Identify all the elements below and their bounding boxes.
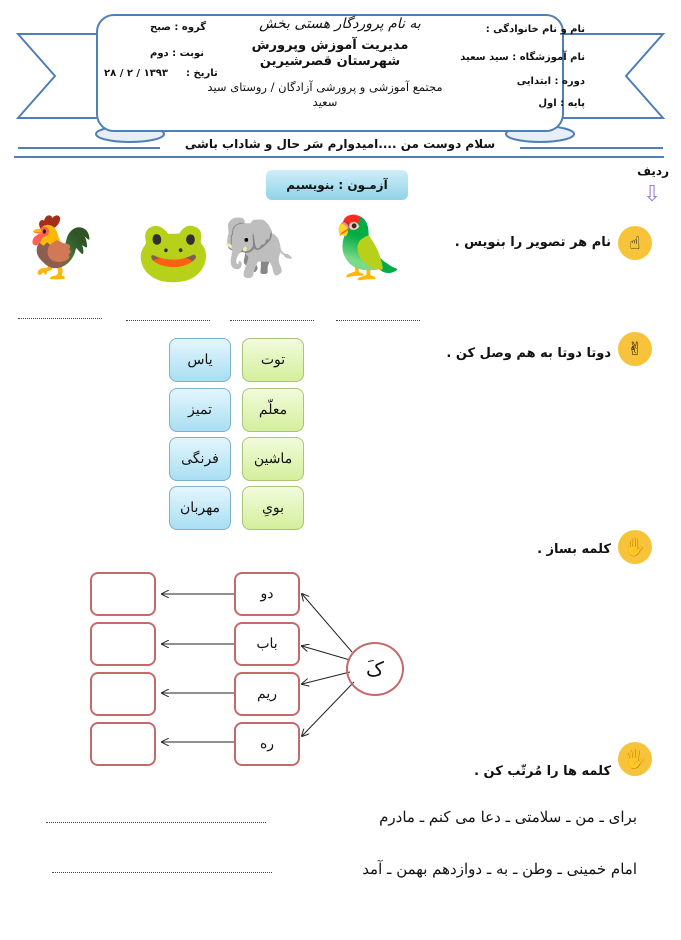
- elephant-picture: 🐘: [222, 213, 297, 283]
- answer-line[interactable]: [126, 320, 210, 321]
- divider: [14, 156, 664, 158]
- answer-box[interactable]: [90, 572, 156, 616]
- arrow-down-icon: ⇩: [643, 182, 662, 207]
- banner-ribbon: [15, 33, 666, 149]
- greeting: سلام دوست من ....امیدوارم سَر حال و شادا…: [184, 137, 496, 151]
- answer-line[interactable]: [52, 872, 272, 873]
- name-label: نام و نام خانوادگی :: [485, 24, 585, 35]
- word-box: ره: [234, 722, 300, 766]
- match-left-item[interactable]: بویِ: [242, 486, 304, 530]
- hand-four-icon: 🖐: [618, 742, 652, 776]
- frog-picture: 🐸: [136, 217, 211, 287]
- match-right-item[interactable]: یاس: [169, 338, 231, 382]
- question-3: کلمه بساز .: [537, 542, 611, 557]
- shift-label: نوبت : دوم: [150, 48, 205, 59]
- question-4: کلمه ها را مُرتّب کن .: [474, 764, 611, 779]
- grade-label: پایه : اول: [538, 98, 585, 109]
- word-box: دو: [234, 572, 300, 616]
- match-left-item[interactable]: توت: [242, 338, 304, 382]
- center-letter: کَ: [346, 642, 404, 696]
- word-box: ریم: [234, 672, 300, 716]
- hand-two-icon: ✌: [618, 332, 652, 366]
- answer-line[interactable]: [230, 320, 314, 321]
- question-2: دوتا دوتا به هم وصل کن .: [446, 346, 611, 361]
- connector-arrows: [0, 560, 355, 770]
- header-banner: [96, 14, 564, 132]
- school-title: مجتمع آموزشی و پرورشی آزادگان / روستای س…: [207, 80, 443, 109]
- bismillah: به نام پروردگار هستی بخش: [259, 16, 421, 32]
- match-right-item[interactable]: مهربان: [169, 486, 231, 530]
- answer-box[interactable]: [90, 622, 156, 666]
- level-label: دوره : ابتدایی: [516, 76, 585, 87]
- answer-box[interactable]: [90, 672, 156, 716]
- hand-three-icon: ✋: [618, 530, 652, 564]
- answer-line[interactable]: [46, 822, 266, 823]
- word-box: باب: [234, 622, 300, 666]
- group-label: گروه : صبح: [150, 22, 207, 33]
- answer-line[interactable]: [18, 318, 102, 319]
- date-value: ۱۳۹۳ / ۲ / ۲۸: [104, 68, 168, 79]
- school-label: نام آموزشگاه : سید سعید: [460, 52, 585, 63]
- date-label: تاریخ :: [186, 68, 218, 79]
- exam-title: آزمـون : بنویسیم: [266, 170, 408, 200]
- scrambled-sentence: برای ـ من ـ سلامتی ـ دعا می کنم ـ مادرم: [379, 808, 637, 826]
- match-right-item[interactable]: تمیز: [169, 388, 231, 432]
- question-1: نام هر تصویر را بنویس .: [454, 235, 611, 250]
- answer-box[interactable]: [90, 722, 156, 766]
- radif-label: ردیف: [637, 164, 669, 178]
- match-left-item[interactable]: معلّم: [242, 388, 304, 432]
- org-title: مدیریت آموزش وپرورش شهرستان قصرشیرین: [251, 38, 409, 69]
- hand-one-icon: ☝: [618, 226, 652, 260]
- match-right-item[interactable]: فرنگی: [169, 437, 231, 481]
- match-left-item[interactable]: ماشین: [242, 437, 304, 481]
- scrambled-sentence: امام خمینی ـ وطن ـ به ـ دوازدهم بهمن ـ آ…: [362, 860, 637, 878]
- rooster-picture: 🐓: [22, 213, 97, 283]
- parrot-picture: 🦜: [330, 213, 405, 283]
- answer-line[interactable]: [336, 320, 420, 321]
